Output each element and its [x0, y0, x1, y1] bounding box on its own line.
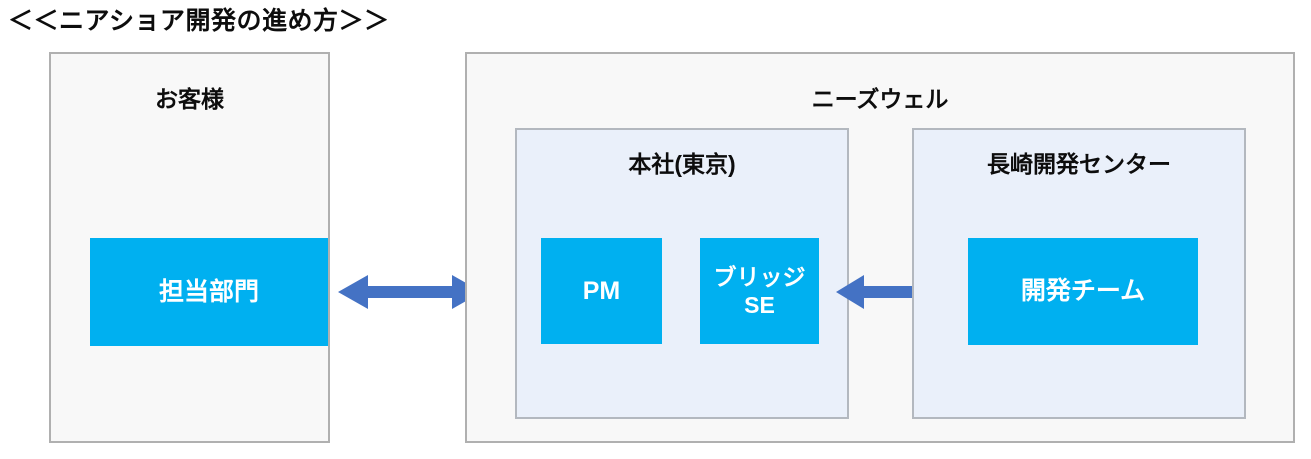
site-title-head-office: 本社(東京) — [628, 151, 736, 177]
page-title: ＜＜ニアショア開発の進め方＞＞ — [8, 7, 390, 35]
double-arrow-customer-headoffice — [336, 271, 484, 313]
role-box-pm[interactable]: PM — [541, 238, 662, 344]
company-group-title: ニーズウェル — [811, 86, 949, 112]
role-box-bridge-se[interactable]: ブリッジ SE — [700, 238, 819, 344]
site-title-nagasaki-center: 長崎開発センター — [987, 151, 1171, 177]
customer-group-title: お客様 — [155, 86, 224, 112]
role-box-development-team[interactable]: 開発チーム — [968, 238, 1198, 345]
role-box-customer-department[interactable]: 担当部門 — [90, 238, 328, 346]
